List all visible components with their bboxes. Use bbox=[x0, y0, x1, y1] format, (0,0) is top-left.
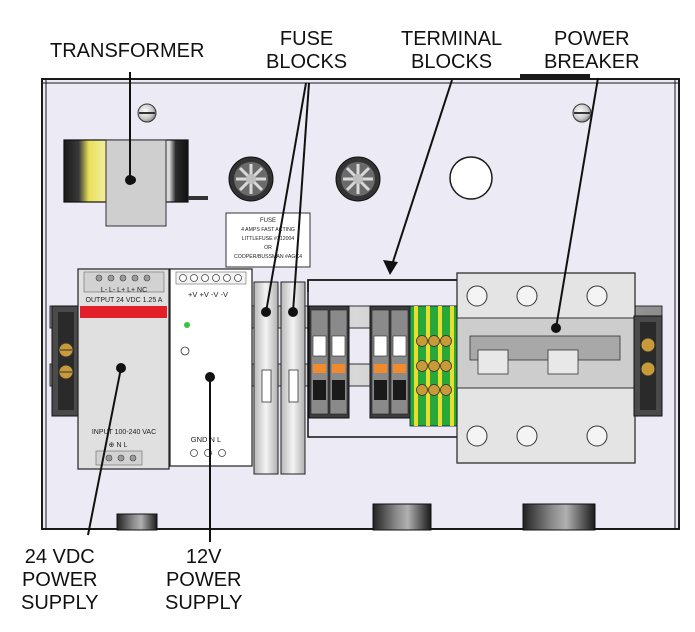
label-power-breaker-line-2: BREAKER bbox=[544, 51, 640, 73]
fuse-label-line-5: COOPER/BUSSMAN #AGC4 bbox=[234, 254, 302, 260]
leader-fuse-2 bbox=[292, 82, 310, 313]
ps24-bottom-terminals: ⊕ N L bbox=[109, 442, 128, 449]
fuse-label-line-4: OR bbox=[264, 245, 272, 251]
ps12-top-terminals: +V +V -V -V bbox=[188, 290, 228, 299]
transformer bbox=[63, 79, 208, 227]
label-terminal-blocks: TERMINAL BLOCKS bbox=[401, 28, 502, 74]
fuse-label-line-2: 4 AMPS FAST ACTING bbox=[241, 227, 295, 233]
leader-fuse-1 bbox=[265, 82, 307, 313]
fuse-label-line-1: FUSE bbox=[260, 218, 276, 224]
label-ps24-line-3: SUPPLY bbox=[21, 592, 99, 614]
ps24-red-band bbox=[80, 306, 167, 318]
label-fuse-blocks-line-1: FUSE bbox=[279, 28, 334, 50]
label-ps24-line-2: POWER bbox=[21, 569, 98, 591]
label-ps12-line-1: 12V bbox=[185, 546, 222, 568]
mounting-screw-right bbox=[572, 103, 592, 123]
ps24-output-rating: OUTPUT 24 VDC 1.25 A bbox=[86, 297, 163, 304]
power-breaker bbox=[456, 272, 636, 464]
label-ps12-line-2: POWER bbox=[165, 569, 242, 591]
fuse-label-line-3: LITTLEFUSE #312004 bbox=[242, 236, 295, 242]
label-ps12-line-3: SUPPLY bbox=[165, 592, 243, 614]
label-fuse-blocks-line-2: BLOCKS bbox=[266, 51, 348, 73]
grommet-2 bbox=[335, 156, 381, 202]
ps24-top-terminals: L- L- L+ L+ NC bbox=[101, 287, 147, 294]
ps24-input-rating: INPUT 100-240 VAC bbox=[92, 429, 156, 436]
mounting-screw-left bbox=[137, 103, 157, 123]
label-12v-power-supply: 12V POWER SUPPLY bbox=[165, 546, 242, 615]
bottom-fitting-2 bbox=[372, 503, 432, 531]
fuse-label: FUSE 4 AMPS FAST ACTING LITTLEFUSE #3120… bbox=[225, 212, 311, 268]
power-supply-12v: +V +V -V -V GND N L bbox=[169, 268, 253, 467]
leader-terminal bbox=[389, 79, 453, 272]
label-power-breaker-line-1: POWER bbox=[554, 28, 630, 50]
terminal-blocks-group-1 bbox=[308, 305, 350, 419]
label-transformer: TRANSFORMER bbox=[50, 40, 204, 63]
label-power-breaker: POWER BREAKER bbox=[544, 28, 640, 74]
end-stop-left bbox=[51, 305, 81, 417]
label-terminal-blocks-line-2: BLOCKS bbox=[410, 51, 493, 73]
label-fuse-blocks: FUSE BLOCKS bbox=[266, 28, 347, 74]
label-24vdc-power-supply: 24 VDC POWER SUPPLY bbox=[21, 546, 98, 615]
grommet-1 bbox=[228, 156, 274, 202]
terminal-blocks-group-2 bbox=[369, 305, 411, 419]
ps12-bottom-terminals: GND N L bbox=[191, 435, 221, 444]
leader-ps24 bbox=[87, 367, 122, 536]
end-stop-right bbox=[633, 315, 663, 417]
ground-terminal-blocks bbox=[409, 305, 461, 427]
bottom-fitting-1 bbox=[116, 513, 158, 531]
label-terminal-blocks-line-1: TERMINAL bbox=[401, 28, 503, 50]
bottom-fitting-3 bbox=[522, 503, 596, 531]
ps12-led bbox=[184, 322, 190, 328]
knockout-hole bbox=[449, 156, 493, 200]
label-transformer-line-1: TRANSFORMER bbox=[50, 40, 205, 62]
leader-breaker bbox=[555, 77, 599, 329]
ps12-adjust bbox=[180, 346, 190, 356]
label-ps24-line-1: 24 VDC bbox=[24, 546, 95, 568]
